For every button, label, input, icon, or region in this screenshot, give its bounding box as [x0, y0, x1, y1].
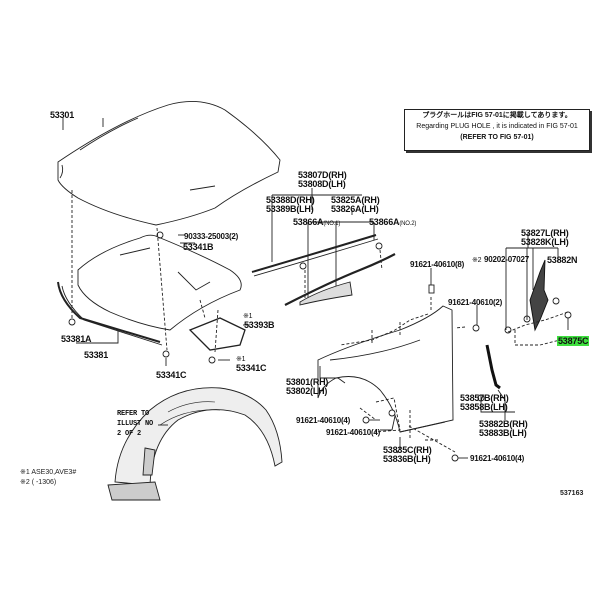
clip-no2-number: 53866A: [369, 217, 400, 227]
figure-code: 537163: [560, 490, 584, 497]
part-label-screw[interactable]: 90202-07027: [484, 255, 529, 264]
part-label-bolt-side[interactable]: 91621-40610(2): [448, 298, 503, 307]
part-label-bolt-front-b[interactable]: 91621-40610(4): [326, 428, 381, 437]
part-label-seal-a[interactable]: 53388D(RH): [266, 195, 315, 205]
part-label-bolt-front-a[interactable]: 91621-40610(4): [296, 416, 351, 425]
cowl-seal-bracket: [271, 188, 375, 300]
insulator-illustration: [77, 234, 242, 331]
part-label-seal-b-lh[interactable]: 53826A(LH): [331, 204, 379, 214]
part-label-seal-clip[interactable]: 53381A: [61, 334, 92, 344]
part-label-cowl-seal-lh[interactable]: 53808D(LH): [298, 179, 346, 189]
part-label-seal-rear2[interactable]: 53882B(RH): [479, 419, 528, 429]
note-line-jp: プラグホールはFIG 57-01に掲載してあります。: [422, 112, 572, 119]
part-label-hood[interactable]: 53301: [50, 110, 75, 120]
part-label-retainer-left[interactable]: 53341C: [156, 370, 187, 380]
bolt-icons: [362, 284, 572, 462]
part-label-retainer-right[interactable]: 53341C: [236, 363, 267, 373]
refer-line-1: REFER TO: [117, 410, 150, 418]
part-label-bolt-top[interactable]: 91621-40610(8): [410, 260, 465, 269]
part-label-clip-c[interactable]: 53875C: [557, 336, 590, 346]
part-label-clip-n[interactable]: 53882N: [547, 255, 578, 265]
part-label-clip-no1[interactable]: 53866A(NO.1): [293, 217, 340, 229]
fender-illustration: [317, 305, 454, 433]
part-label-hood-insulator[interactable]: 53341B: [183, 242, 214, 252]
part-label-seal-rear[interactable]: 53857B(RH): [460, 393, 509, 403]
part-label-cover[interactable]: 53393B: [244, 320, 275, 330]
liner-illustration: [107, 387, 283, 501]
part-label-seal-rear2-lh[interactable]: 53883B(LH): [479, 428, 527, 438]
leader-lines-hood: [71, 190, 219, 353]
part-label-cowl-seal[interactable]: 53807D(RH): [298, 170, 347, 180]
part-label-bracket[interactable]: 53827L(RH): [521, 228, 569, 238]
part-label-hood-bolt[interactable]: 90333-25003(2): [184, 232, 239, 241]
part-label-seal-rear-lh[interactable]: 53858B(LH): [460, 402, 508, 412]
part-label-clip-no2[interactable]: 53866A(NO.2): [369, 217, 416, 229]
part-label-seal[interactable]: 53381: [84, 350, 109, 360]
part-label-fender-lh[interactable]: 53802(LH): [286, 386, 328, 396]
refer-line-3: 2 OF 2: [117, 430, 142, 438]
note-line-en: Regarding PLUG HOLE , it is indicated in…: [416, 123, 578, 130]
plug-hole-note: プラグホールはFIG 57-01に掲載してあります。 Regarding PLU…: [404, 109, 590, 151]
part-label-seal-b[interactable]: 53825A(RH): [331, 195, 380, 205]
footnote-1: ※1 ASE30,AVE3#: [20, 469, 77, 476]
clip-no1-number: 53866A: [293, 217, 324, 227]
clip-no2-suffix: (NO.2): [399, 221, 417, 227]
part-label-bracket-low-lh[interactable]: 53836B(LH): [383, 454, 431, 464]
part-label-seal-a-lh[interactable]: 53389B(LH): [266, 204, 314, 214]
note-line-ref: (REFER TO FIG 57-01): [460, 134, 534, 141]
hood-illustration: [57, 101, 281, 226]
refer-line-2: ILLUST NO: [117, 420, 154, 428]
clip-no1-suffix: (NO.1): [323, 221, 341, 227]
part-label-bolt-bottom[interactable]: 91621-40610(4): [470, 454, 525, 463]
cover-mark: ※1: [243, 313, 253, 320]
footnote-2: ※2 ( -1306): [20, 479, 57, 486]
part-label-bracket-lh[interactable]: 53828K(LH): [521, 237, 569, 247]
leader-lines-fender: [339, 297, 466, 453]
bracket-tree: [505, 233, 569, 330]
retainer-right-mark: ※1: [236, 356, 246, 363]
screw-mark: ※2: [472, 257, 482, 264]
part-label-bracket-low[interactable]: 53835C(RH): [383, 445, 432, 455]
part-label-fender[interactable]: 53801(RH): [286, 377, 329, 387]
highlighted-part-number: 53875C: [557, 336, 590, 346]
